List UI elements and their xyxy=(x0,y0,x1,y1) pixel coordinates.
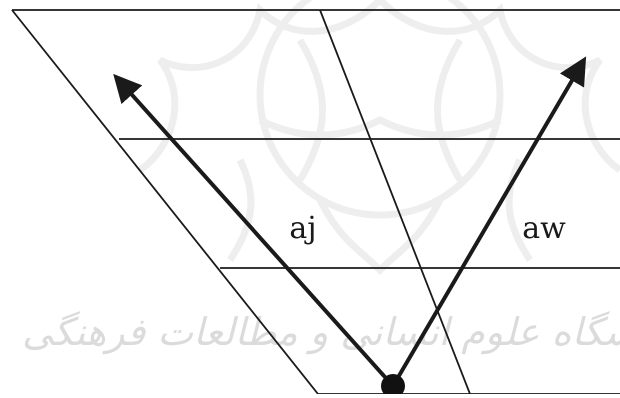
right-vector-label: aw xyxy=(522,211,566,246)
left-vector-label: aj xyxy=(289,211,316,246)
watermark-text: پژوهشگاه علوم انسانی و مطالعات فرهنگی xyxy=(22,310,620,355)
